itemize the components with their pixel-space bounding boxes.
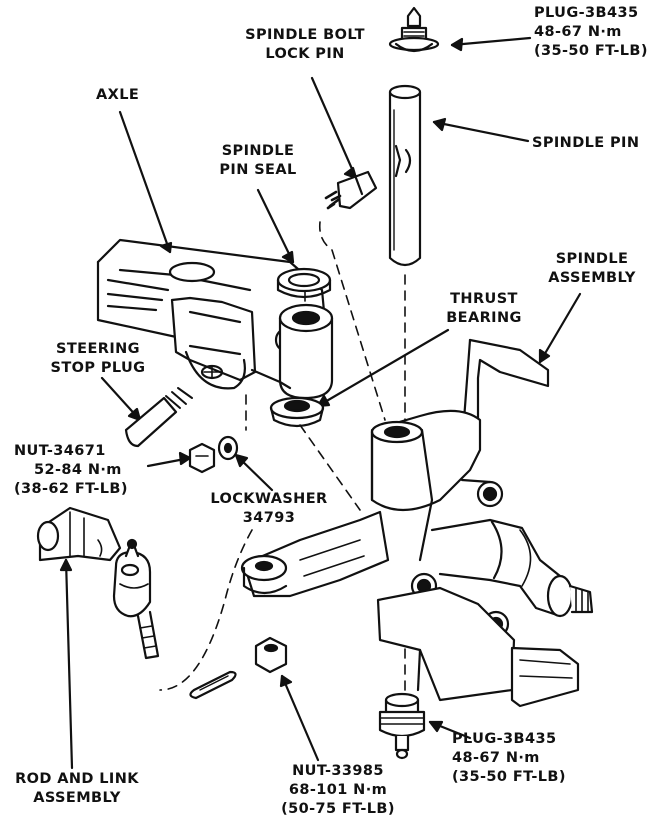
bottom-plug-label-line2: 48-67 N·m: [452, 750, 540, 766]
leader-lines: [59, 36, 582, 770]
nut-33985-label-line1: NUT-33985: [292, 763, 384, 779]
lock-pin-part: [324, 170, 378, 210]
spindle-bolt-lock-pin-label-line2: LOCK PIN: [265, 46, 345, 62]
top-plug-label-line1: PLUG-3B435: [534, 5, 639, 21]
spindle-assembly-label-line1: SPINDLE: [555, 251, 629, 267]
spindle-pin-seal: [276, 267, 332, 299]
top-plug-label-line2: 48-67 N·m: [534, 24, 622, 40]
spindle-pin-seal-label: SPINDLE PIN SEAL: [206, 142, 310, 180]
top-plug-label-line3: (35-50 FT-LB): [534, 43, 648, 59]
lockwasher-label: LOCKWASHER 34793: [198, 490, 340, 528]
axle-boss: [250, 303, 334, 400]
spindle-assembly-part: [240, 338, 594, 708]
bottom-plug-label-line3: (35-50 FT-LB): [452, 769, 566, 785]
spindle-bolt-lock-pin-label-line1: SPINDLE BOLT: [245, 27, 365, 43]
lockwasher-label-line2: 34793: [242, 510, 296, 526]
nut-34671-label-line3: (38-62 FT-LB): [14, 481, 128, 497]
spindle-assembly-label: SPINDLE ASSEMBLY: [536, 250, 648, 288]
lockwasher-label-line1: LOCKWASHER: [210, 491, 328, 507]
bottom-plug-part: [378, 692, 426, 760]
nut-33985-label-line2: 68-101 N·m: [288, 782, 388, 798]
bottom-plug-label: PLUG-3B435 48-67 N·m (35-50 FT-LB): [452, 730, 566, 787]
spindle-pin-seal-label-line1: SPINDLE: [221, 143, 295, 159]
steering-stop-plug-part: [124, 387, 193, 448]
axle-label: AXLE: [96, 87, 140, 103]
nut-34671-label: NUT-34671 52-84 N·m (38-62 FT-LB): [14, 442, 128, 499]
spindle-pin-seal-label-line2: PIN SEAL: [219, 162, 297, 178]
nut-33985-label-line3: (50-75 FT-LB): [281, 801, 395, 817]
rod-link-assembly-label-line1: ROD AND LINK: [15, 771, 139, 787]
nut-34671-label-line1: NUT-34671: [14, 443, 106, 459]
rod-link-assembly-part: [36, 506, 160, 660]
nut-33985-part: [254, 636, 288, 674]
thrust-bearing-label-line1: THRUST: [450, 291, 518, 307]
spindle-bolt-lock-pin-label: SPINDLE BOLT LOCK PIN: [222, 26, 388, 64]
bottom-plug-label-line1: PLUG-3B435: [452, 731, 557, 747]
rod-link-assembly-label: ROD AND LINK ASSEMBLY: [4, 770, 150, 808]
top-plug-label: PLUG-3B435 48-67 N·m (35-50 FT-LB): [534, 4, 648, 61]
nut-33985-label: NUT-33985 68-101 N·m (50-75 FT-LB): [272, 762, 404, 818]
spindle-assembly-label-line2: ASSEMBLY: [548, 270, 636, 286]
thrust-bearing-part: [269, 396, 325, 428]
rod-link-assembly-label-line2: ASSEMBLY: [33, 790, 121, 806]
thrust-bearing-label: THRUST BEARING: [432, 290, 536, 328]
steering-stop-plug-label: STEERING STOP PLUG: [36, 340, 160, 378]
steering-stop-plug-label-line1: STEERING: [56, 341, 140, 357]
spindle-pin-part: [388, 84, 422, 267]
nut-lockwasher-part: [188, 435, 239, 474]
top-plug-part: [388, 6, 440, 53]
steering-stop-plug-label-line2: STOP PLUG: [50, 360, 146, 376]
thrust-bearing-label-line2: BEARING: [446, 310, 522, 326]
spindle-pin-label: SPINDLE PIN: [532, 135, 640, 151]
nut-34671-label-line2: 52-84 N·m: [34, 462, 122, 478]
cotter-pin-part: [189, 670, 237, 700]
